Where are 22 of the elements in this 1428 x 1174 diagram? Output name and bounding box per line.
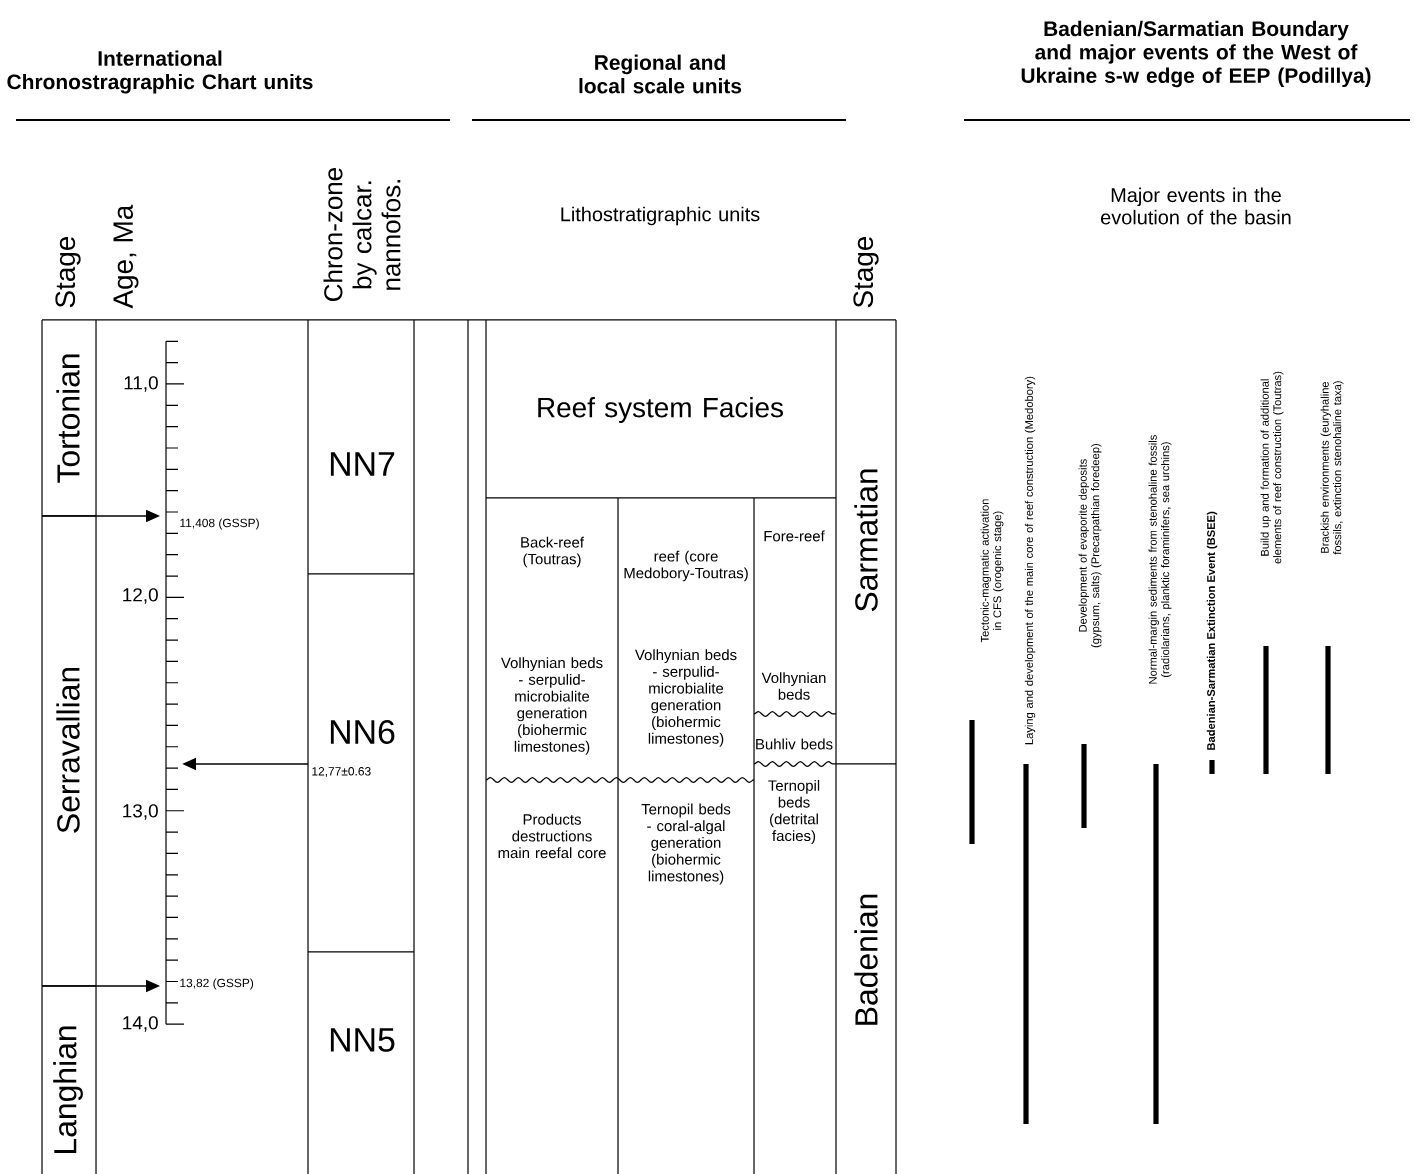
column-heading: International Chronostragraphic Chart units	[7, 50, 313, 94]
stage-name: Serravallian	[56, 667, 80, 833]
zone-name: NN6	[330, 720, 395, 744]
column-heading: Lithostratigraphic units	[561, 206, 760, 226]
column-heading: Major events in the evolution of the basin	[1101, 187, 1291, 225]
column-heading: Stage	[55, 236, 81, 308]
age-value: 14,0	[123, 1016, 158, 1032]
zone-name: NN5	[330, 1028, 395, 1052]
column-heading: Stage	[853, 236, 879, 308]
stage-name: Sarmatian	[854, 469, 878, 612]
age-value: 13,0	[123, 804, 158, 820]
column-heading: Badenian/Sarmatian Boundary and major events of the West of Ukraine s-w edge of EEP (Podillya)	[1021, 20, 1371, 88]
stage-name: Badenian	[854, 894, 878, 1025]
age-value: 12,0	[123, 588, 158, 604]
stage-name: Tortonian	[56, 354, 80, 483]
facies-heading: Reef system Facies	[538, 396, 783, 423]
column-heading: Regional and local scale units	[579, 54, 742, 94]
column-heading: Chron-zone by calcar. nannofos.	[323, 168, 401, 301]
column-heading: Age, Ma	[113, 204, 139, 309]
stage-name: Langhian	[53, 1026, 83, 1153]
zone-name: NN7	[330, 452, 395, 476]
age-value: 11,0	[124, 376, 158, 392]
